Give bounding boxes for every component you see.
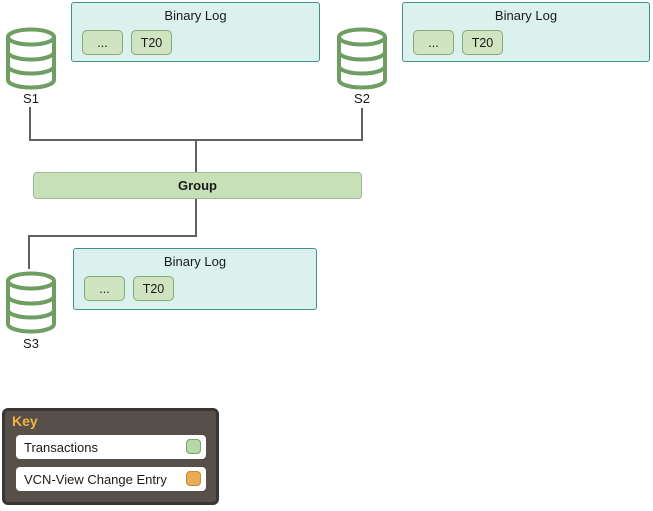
database-icon-s1 [6, 27, 56, 90]
server-label-s1: S1 [23, 91, 39, 106]
transaction-chip-ellipsis: ... [84, 276, 125, 301]
database-icon-s2 [337, 27, 387, 90]
legend-label-vcn: VCN-View Change Entry [24, 471, 167, 487]
binary-log-box-s2: Binary Log ... T20 [402, 2, 650, 62]
legend-row-transactions: Transactions [16, 435, 206, 459]
binary-log-entries: ... T20 [413, 30, 503, 55]
binary-log-box-s3: Binary Log ... T20 [73, 248, 317, 310]
binary-log-entries: ... T20 [82, 30, 172, 55]
database-icon-s3 [6, 271, 56, 334]
legend-box: Key Transactions VCN-View Change Entry [2, 408, 219, 505]
binary-log-title: Binary Log [163, 254, 227, 269]
binary-log-entries: ... T20 [84, 276, 174, 301]
transaction-chip-t20: T20 [131, 30, 172, 55]
group-label: Group [178, 178, 217, 193]
legend-label-transactions: Transactions [24, 439, 98, 455]
legend-title: Key [12, 413, 38, 429]
vcn-swatch [186, 471, 201, 486]
binary-log-title: Binary Log [494, 8, 558, 23]
transaction-chip-t20: T20 [462, 30, 503, 55]
transaction-chip-t20: T20 [133, 276, 174, 301]
transaction-chip-ellipsis: ... [413, 30, 454, 55]
group-box: Group [33, 172, 362, 199]
binary-log-title: Binary Log [164, 8, 227, 23]
server-label-s2: S2 [354, 91, 370, 106]
legend-row-vcn: VCN-View Change Entry [16, 467, 206, 491]
binary-log-box-s1: Binary Log ... T20 [71, 2, 320, 62]
transactions-swatch [186, 439, 201, 454]
transaction-chip-ellipsis: ... [82, 30, 123, 55]
server-label-s3: S3 [23, 336, 39, 351]
